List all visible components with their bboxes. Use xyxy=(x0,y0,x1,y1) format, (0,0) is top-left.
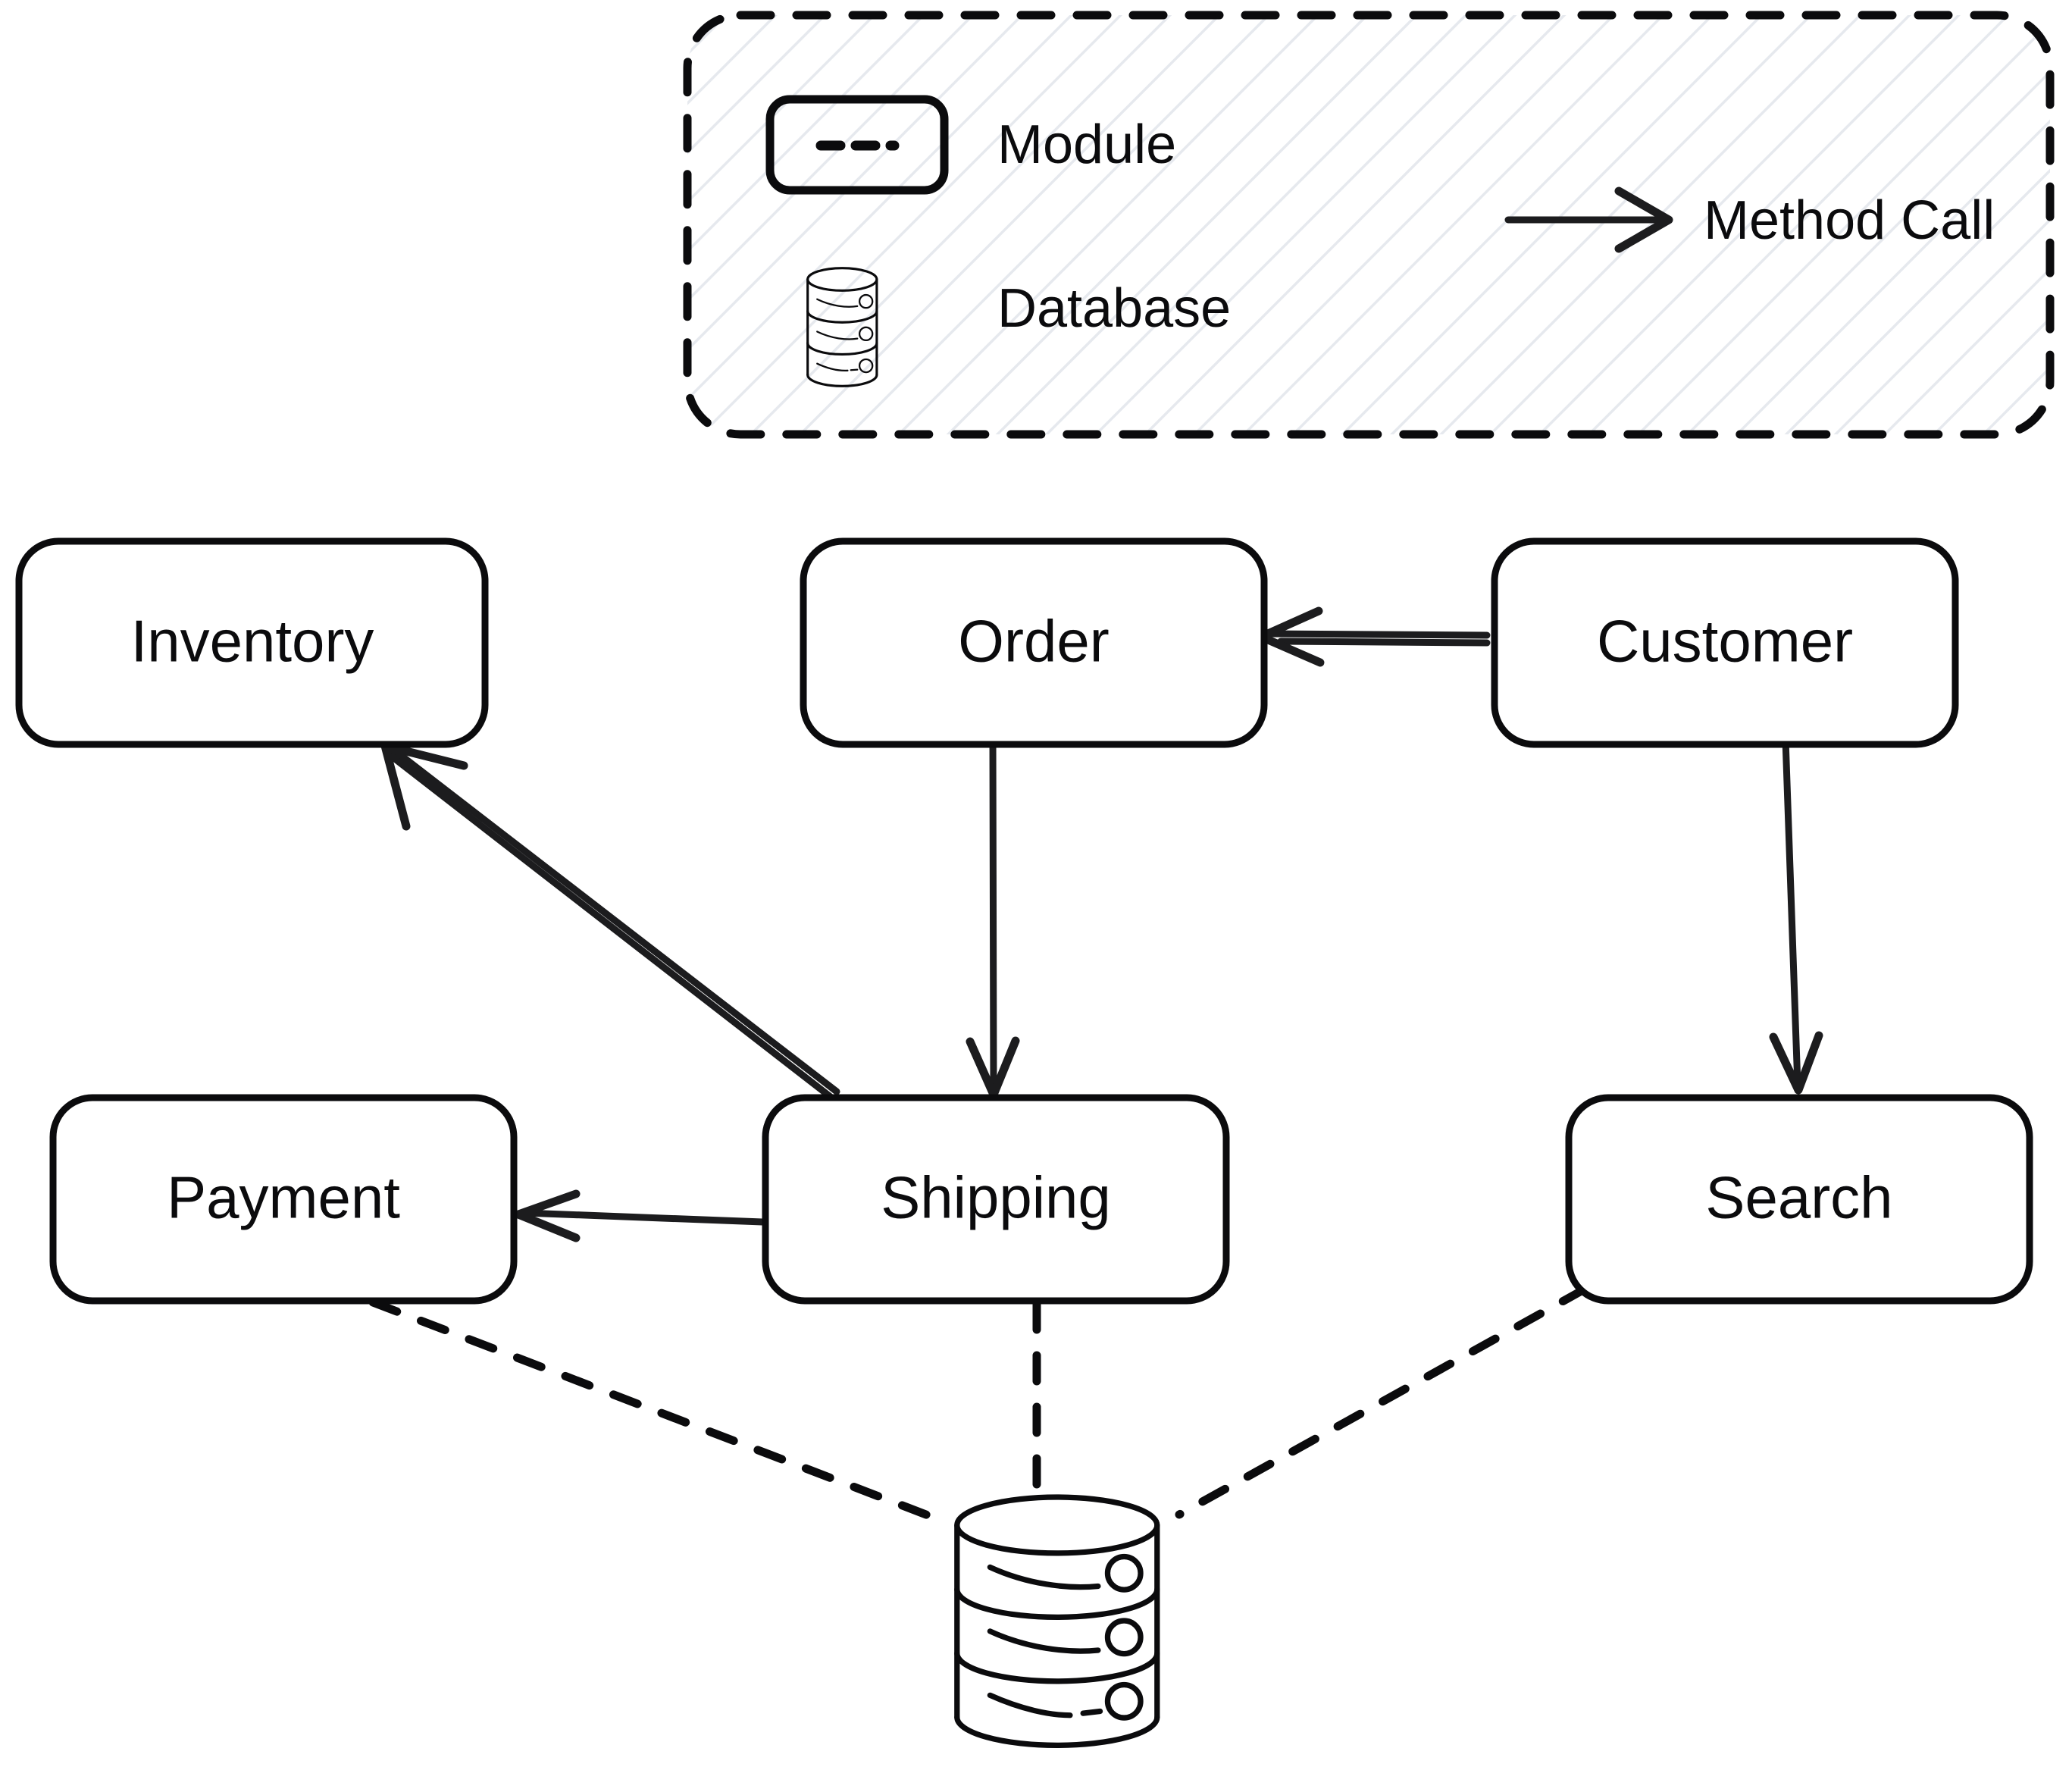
node-inventory-label: Inventory xyxy=(131,608,374,675)
node-payment-shape[interactable] xyxy=(49,1094,518,1305)
node-customer[interactable]: Customer xyxy=(1491,537,1959,748)
legend-label-module: Module xyxy=(997,114,1176,175)
edge-order-to-shipping xyxy=(966,733,1020,1099)
legend-panel-background xyxy=(683,11,2055,439)
legend-panel: Module Da xyxy=(683,11,2055,439)
edge-payment-to-database xyxy=(368,1298,950,1527)
node-database[interactable] xyxy=(954,1494,1160,1748)
node-order-shape[interactable] xyxy=(800,537,1268,748)
node-customer-label: Customer xyxy=(1597,608,1853,675)
arrow-right-icon xyxy=(1504,186,1673,253)
node-shipping-shape[interactable] xyxy=(762,1094,1230,1305)
edge-shipping-to-payment xyxy=(514,1189,766,1242)
legend-item-method-call: Method Call xyxy=(1504,186,1995,253)
edge-customer-to-search xyxy=(1769,736,1823,1095)
legend-item-module: Module xyxy=(765,95,1176,195)
node-customer-shape[interactable] xyxy=(1491,537,1959,748)
node-order-label: Order xyxy=(958,608,1109,675)
legend-label-method-call: Method Call xyxy=(1704,190,1995,251)
edge-search-to-database xyxy=(1175,1284,1590,1519)
database-cylinder-icon xyxy=(806,267,878,387)
edge-shipping-to-inventory xyxy=(380,741,840,1101)
node-order[interactable]: Order xyxy=(800,537,1268,748)
legend-item-database: Database xyxy=(806,267,1231,387)
node-search-shape[interactable] xyxy=(1565,1094,2033,1305)
edge-customer-to-order xyxy=(1257,606,1491,667)
node-search[interactable]: Search xyxy=(1565,1094,2033,1305)
rounded-rect-dashed-icon xyxy=(765,95,949,195)
database-cylinder-icon-large xyxy=(954,1494,1160,1748)
node-payment[interactable]: Payment xyxy=(49,1094,518,1305)
node-inventory[interactable]: Inventory xyxy=(15,537,489,748)
node-shipping-label: Shipping xyxy=(881,1164,1111,1231)
node-search-label: Search xyxy=(1705,1164,1892,1231)
node-inventory-shape[interactable] xyxy=(15,537,489,748)
node-shipping[interactable]: Shipping xyxy=(762,1094,1230,1305)
node-payment-label: Payment xyxy=(167,1164,400,1231)
legend-label-database: Database xyxy=(997,278,1231,339)
